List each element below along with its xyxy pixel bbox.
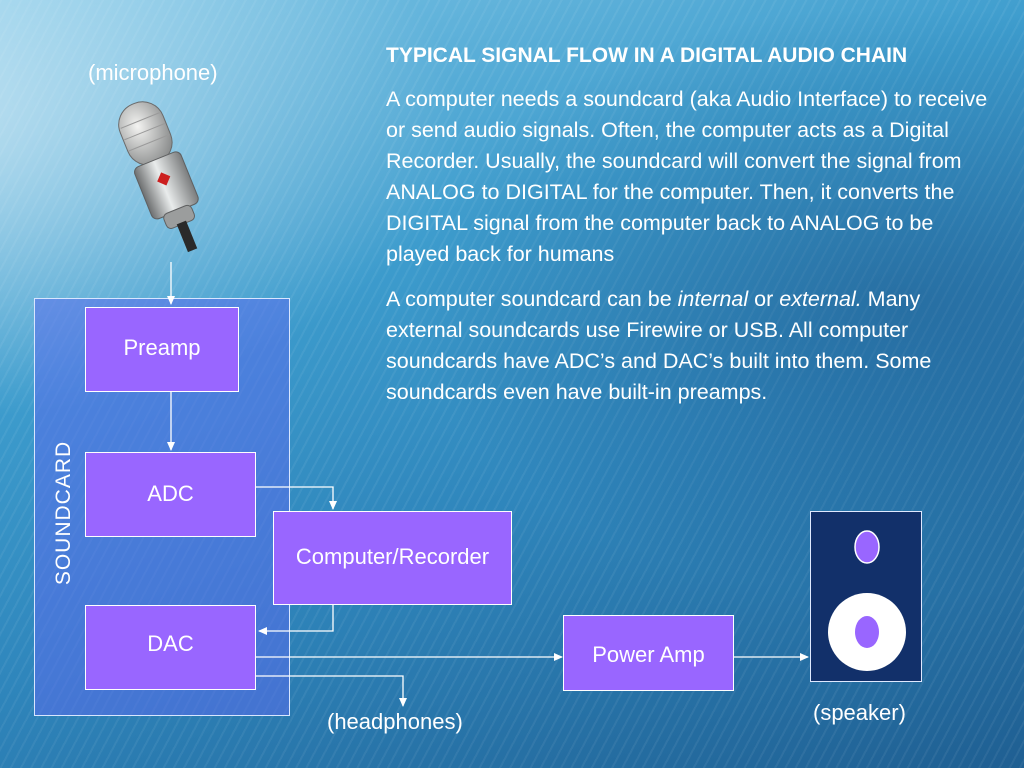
paragraph-2-rest: Many external soundcards use Firewire or… bbox=[386, 287, 932, 404]
preamp-label: Preamp bbox=[123, 334, 201, 360]
paragraph-2: A computer soundcard can be internal or … bbox=[386, 284, 996, 408]
description-text: TYPICAL SIGNAL FLOW IN A DIGITAL AUDIO C… bbox=[386, 42, 996, 422]
microphone-label: (microphone) bbox=[88, 60, 218, 85]
paragraph-2-start: A computer soundcard can be bbox=[386, 287, 678, 311]
computer-recorder-box: Computer/Recorder bbox=[273, 511, 512, 605]
microphone-icon bbox=[118, 101, 199, 253]
paragraph-1: A computer needs a soundcard (aka Audio … bbox=[386, 87, 988, 266]
computer-recorder-label: Computer/Recorder bbox=[295, 544, 490, 569]
speaker-label: (speaker) bbox=[813, 700, 906, 725]
speaker-icon bbox=[828, 530, 906, 671]
power-amp-box: Power Amp bbox=[563, 615, 734, 691]
computer-to-dac-arrow bbox=[258, 605, 334, 635]
adc-to-computer-arrow bbox=[256, 486, 337, 510]
preamp-box: Preamp bbox=[85, 307, 239, 392]
dac-label: DAC bbox=[147, 630, 194, 656]
dac-to-headphones-arrow bbox=[256, 675, 407, 707]
power-amp-label: Power Amp bbox=[592, 642, 705, 667]
dac-box: DAC bbox=[85, 605, 256, 690]
or-text: or bbox=[748, 287, 780, 311]
adc-box: ADC bbox=[85, 452, 256, 537]
slide-title: TYPICAL SIGNAL FLOW IN A DIGITAL AUDIO C… bbox=[386, 44, 908, 67]
internal-term: internal bbox=[677, 287, 749, 311]
headphones-label: (headphones) bbox=[327, 709, 463, 734]
external-term: external. bbox=[779, 287, 862, 311]
adc-label: ADC bbox=[147, 480, 194, 506]
speaker-cabinet bbox=[810, 511, 922, 682]
